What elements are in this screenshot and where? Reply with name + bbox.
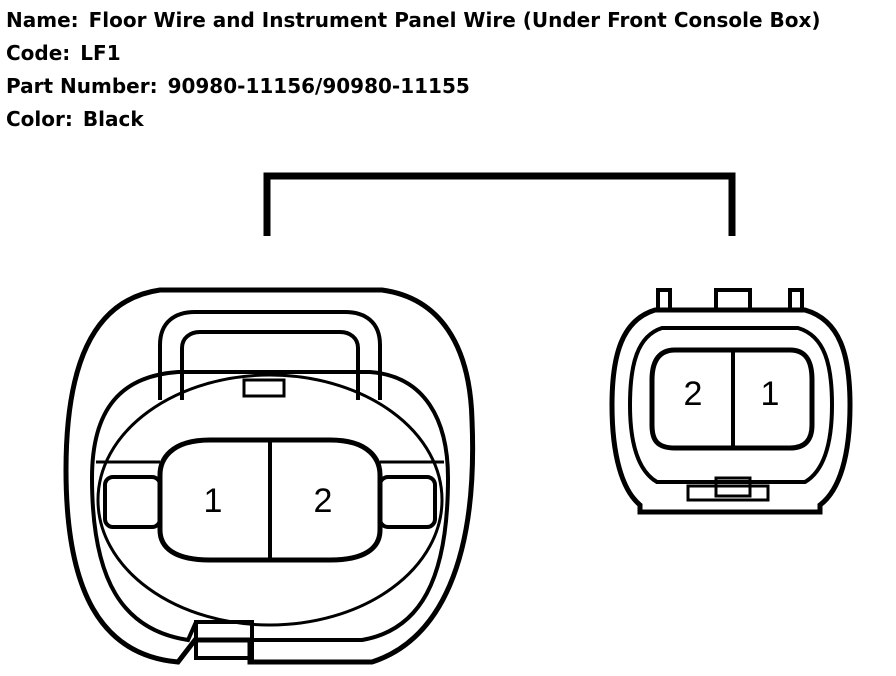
connector-right-pin-cavity: [649, 347, 815, 451]
connector-left-pin-2: 2: [314, 482, 333, 520]
connector-left-pin-1: 1: [204, 482, 223, 520]
connector-right: 2 1: [609, 288, 853, 515]
color-row: Color: Black: [6, 103, 821, 136]
connector-right-pin-1: 1: [761, 375, 780, 413]
connector-info-block: Name: Floor Wire and Instrument Panel Wir…: [6, 4, 821, 136]
connector-left-lock-arm: [158, 310, 382, 400]
code-value: LF1: [80, 41, 121, 65]
connector-left-bottom-key: [194, 620, 254, 660]
color-value: Black: [82, 107, 144, 131]
connector-left: 1 2: [63, 287, 476, 665]
color-label: Color:: [6, 107, 73, 131]
connector-right-pin-2: 2: [684, 375, 703, 413]
connector-left-rim: [96, 373, 444, 627]
mating-bracket: [263, 172, 736, 236]
part-number-row: Part Number: 90980-11156/90980-11155: [6, 70, 821, 103]
connector-left-side-rail-right: [378, 475, 437, 529]
connector-left-inner-shell: [89, 370, 451, 643]
connector-right-outer-shell: [609, 307, 853, 515]
connector-left-side-rail-left: [103, 475, 162, 529]
connector-right-bottom-latch: [686, 484, 770, 502]
part-number-value: 90980-11156/90980-11155: [167, 74, 470, 98]
connector-right-inner-shell: [627, 326, 835, 484]
name-row: Name: Floor Wire and Instrument Panel Wir…: [6, 4, 821, 37]
name-value: Floor Wire and Instrument Panel Wire (Un…: [88, 8, 821, 32]
code-label: Code:: [6, 41, 71, 65]
connector-right-bottom-latch-inner: [714, 476, 752, 498]
code-row: Code: LF1: [6, 37, 821, 70]
connector-right-top-tabs: [656, 288, 804, 310]
connector-left-lock-tab: [242, 378, 286, 398]
name-label: Name:: [6, 8, 79, 32]
part-number-label: Part Number:: [6, 74, 158, 98]
connector-left-outer-shell: [63, 287, 476, 665]
